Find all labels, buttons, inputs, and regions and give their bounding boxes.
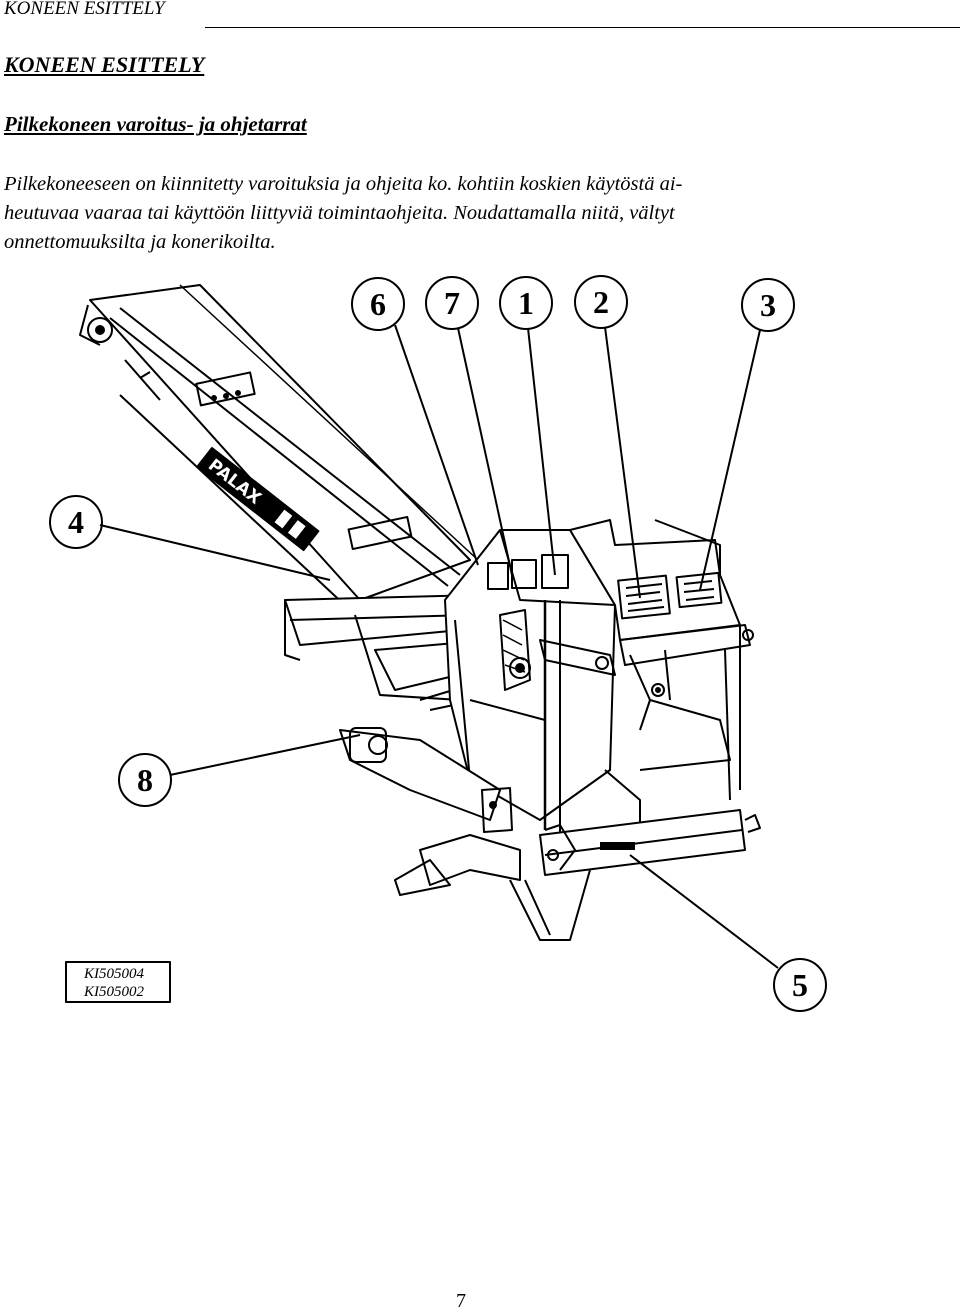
page-number: 7 <box>456 1290 466 1312</box>
body-line: heutuvaa vaaraa tai käyttöön liittyviä t… <box>4 202 675 224</box>
section-title: KONEEN ESITTELY <box>4 52 205 77</box>
machine-diagram: PALAX <box>49 275 827 1012</box>
section-subtitle: Pilkekoneen varoitus- ja ohjetarrat <box>4 112 307 136</box>
body-paragraph: Pilkekoneeseen on kiinnitetty varoituksi… <box>4 170 959 257</box>
callout-label: 6 <box>370 286 386 322</box>
callout-label: 4 <box>68 504 84 540</box>
running-header: KONEEN ESITTELY <box>4 0 165 19</box>
callout-label: 2 <box>593 284 609 320</box>
callout-label: 8 <box>137 762 153 798</box>
code-box <box>65 961 171 1003</box>
code-label: KI505004 <box>83 966 145 982</box>
hitch-frame <box>339 727 761 941</box>
callouts <box>49 275 827 1012</box>
body-line: Pilkekoneeseen on kiinnitetty varoituksi… <box>4 173 683 195</box>
body-line: onnettomuuksilta ja konerikoilta. <box>4 231 276 253</box>
header-rule <box>205 27 960 28</box>
right-housing <box>569 519 754 830</box>
callout-label: 5 <box>792 967 808 1003</box>
conveyor <box>79 284 479 611</box>
splitter-body <box>444 529 616 840</box>
callout-label: 3 <box>760 287 776 323</box>
code-label: KI505002 <box>83 984 145 1000</box>
callout-label: 1 <box>518 285 534 321</box>
callout-label: 7 <box>444 285 460 321</box>
